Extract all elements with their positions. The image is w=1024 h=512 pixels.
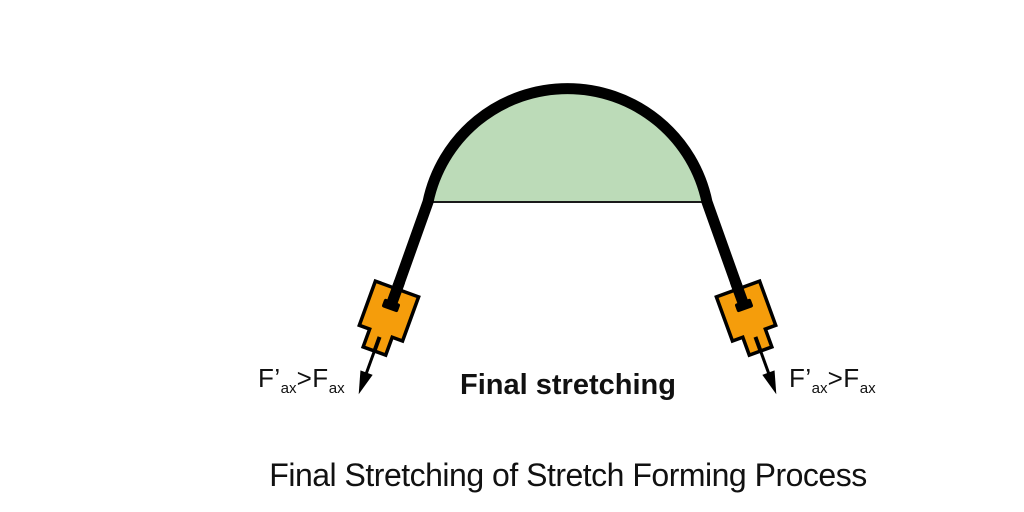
right-clamp-slit [753, 336, 763, 352]
sheet-arc [391, 83, 744, 291]
right-force-gt-f: >F [827, 363, 860, 393]
left-force-f-prime: F’ [258, 363, 281, 393]
stage-label: Final stretching [460, 369, 676, 401]
left-force-gt-f: >F [296, 363, 329, 393]
right-force-label: F’ax>Fax [789, 363, 876, 397]
left-force-arrow-shaft [363, 350, 376, 377]
left-clamp [357, 278, 421, 395]
right-clamp-grip-tip [735, 298, 753, 313]
left-clamp-slit [372, 336, 382, 352]
right-clamp-body [714, 278, 778, 358]
left-force-sub2: ax [328, 380, 345, 398]
right-force-arrow-shaft [759, 350, 772, 377]
left-force-arrowhead-icon [358, 370, 373, 395]
right-force-f-prime: F’ [789, 363, 812, 393]
right-clamp [714, 278, 778, 395]
left-clamp-grip-tip [382, 298, 400, 313]
left-force-sub1: ax [280, 380, 297, 398]
left-clamp-body [357, 278, 421, 358]
right-force-arrowhead-icon [762, 370, 777, 395]
diagram-caption: Final Stretching of Stretch Forming Proc… [269, 457, 867, 493]
dome-fill [428, 88, 707, 202]
right-force-sub1: ax [811, 380, 828, 398]
right-force-sub2: ax [859, 380, 876, 398]
left-force-label: F’ax>Fax [258, 363, 345, 397]
